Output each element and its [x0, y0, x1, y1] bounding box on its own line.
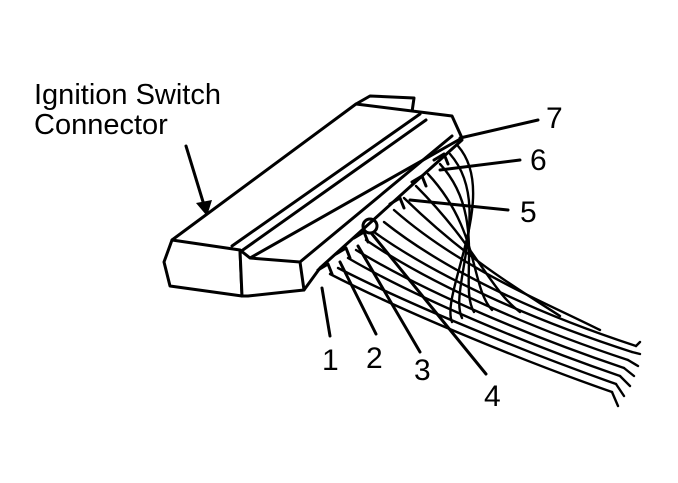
pin-label-4: 4	[484, 380, 501, 413]
pin-leader-2	[338, 260, 378, 336]
pin-leader-6	[438, 158, 522, 172]
title-line-1: Ignition Switch	[34, 79, 221, 111]
pin-label-3: 3	[414, 354, 431, 387]
pin-leader-lines	[320, 118, 540, 376]
pin-labels: 1 2 3 4 5 6 7	[322, 102, 563, 413]
pin-label-5: 5	[520, 196, 537, 229]
pin-label-6: 6	[530, 144, 547, 177]
pin-label-1: 1	[322, 344, 339, 377]
pin-leader-7	[458, 118, 540, 140]
terminal-slot-4	[361, 217, 379, 235]
connector-body	[162, 94, 464, 298]
title-leader-arrow	[184, 144, 212, 216]
connector-groove	[238, 118, 428, 254]
title-line-2: Connector	[34, 109, 168, 141]
pin-leader-3	[356, 244, 422, 354]
pin-leader-5	[408, 198, 510, 212]
pin-label-2: 2	[366, 342, 383, 375]
connector-front-lip-right	[238, 248, 306, 298]
terminal-slot-6	[410, 174, 428, 188]
terminal-slot-5	[388, 196, 406, 210]
terminal-slot-2	[334, 246, 352, 260]
connector-end-face-edge-2	[298, 134, 454, 264]
connector-front-lip-left	[162, 238, 244, 298]
pin-leader-4	[370, 232, 488, 376]
terminal-slot-7	[432, 152, 450, 166]
terminal-slots	[316, 152, 450, 276]
connector-groove-2	[230, 112, 422, 248]
pin-label-7: 7	[546, 102, 563, 135]
terminal-slot-1	[316, 262, 334, 276]
pin-leader-1	[320, 286, 332, 338]
